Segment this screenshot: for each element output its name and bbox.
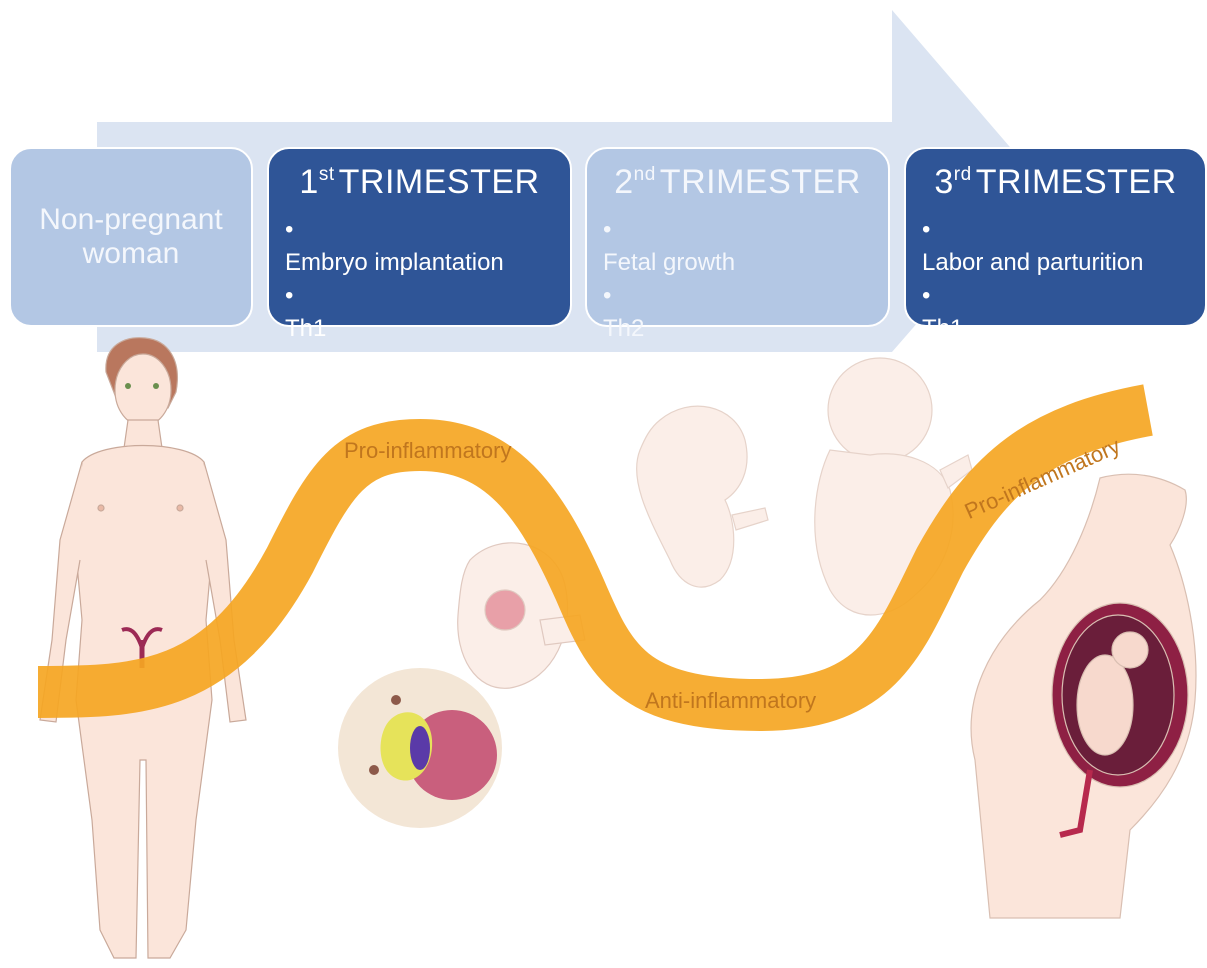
second-trimester-bullets: •Fetal growth •Th2 (603, 213, 735, 345)
first-bullet-2: Th1 (285, 312, 504, 345)
first-ordinal-suffix: st (319, 164, 335, 185)
non-pregnant-box: Non-pregnant woman (9, 147, 253, 327)
second-ordinal: 2 (614, 163, 633, 201)
anti-inflammatory-label: Anti-inflammatory (645, 688, 816, 714)
bullet-item: •Embryo implantation (285, 213, 504, 279)
bullet-item: •Fetal growth (603, 213, 735, 279)
bullet-item: •Labor and parturition (922, 213, 1143, 279)
third-ordinal: 3 (934, 163, 953, 201)
second-bullet-1: Fetal growth (603, 246, 735, 279)
third-trimester-bullets: •Labor and parturition •Th1 (922, 213, 1143, 345)
second-bullet-2: Th2 (603, 312, 735, 345)
first-title-text: TRIMESTER (339, 163, 540, 201)
non-pregnant-line-2: woman (83, 237, 180, 270)
non-pregnant-label: Non-pregnant woman (11, 203, 251, 271)
second-ordinal-suffix: nd (634, 164, 656, 185)
non-pregnant-line-1: Non-pregnant (39, 203, 222, 236)
pregnant-woman-illustration (971, 474, 1196, 918)
third-title-text: TRIMESTER (976, 163, 1177, 201)
third-bullet-1: Labor and parturition (922, 246, 1143, 279)
first-bullet-1: Embryo implantation (285, 246, 504, 279)
first-trimester-bullets: •Embryo implantation •Th1 (285, 213, 504, 345)
fetus-illustration (637, 406, 768, 587)
second-title-text: TRIMESTER (660, 163, 861, 201)
bullet-item: •Th2 (603, 279, 735, 345)
bullet-item: •Th1 (922, 279, 1143, 345)
pro-inflammatory-label-1: Pro-inflammatory (344, 438, 511, 464)
implantation-illustration (338, 668, 502, 828)
third-bullet-2: Th1 (922, 312, 1143, 345)
third-ordinal-suffix: rd (954, 164, 972, 185)
first-ordinal: 1 (299, 163, 318, 201)
bullet-item: •Th1 (285, 279, 504, 345)
